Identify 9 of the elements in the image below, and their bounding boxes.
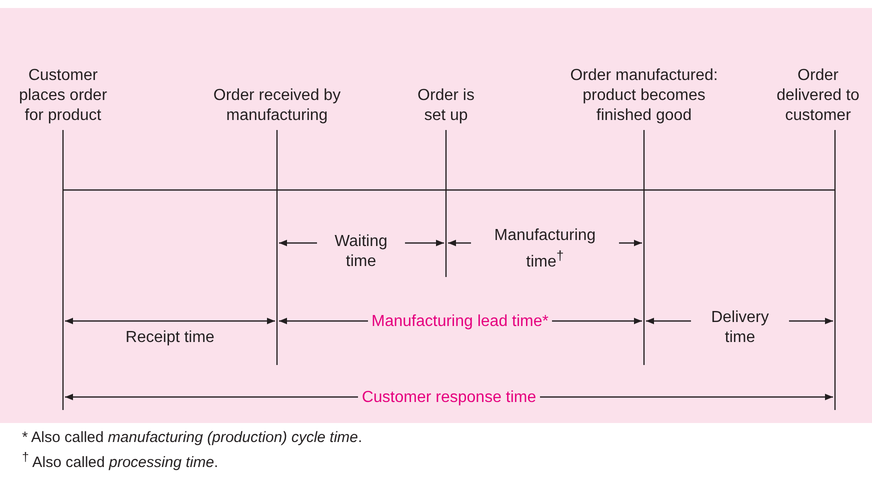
event-label: Customer places order for product: [18, 66, 108, 126]
interval-label: Manufacturing lead time*: [368, 312, 552, 332]
event-label: Order received by manufacturing: [212, 86, 342, 126]
footnote: * Also called manufacturing (production) cycle time.: [22, 428, 362, 447]
interval-label: Customer response time: [358, 388, 540, 408]
event-label: Order is set up: [416, 86, 476, 126]
event-label: Order manufactured: product becomes finished good: [569, 66, 719, 126]
footnote: $^{†}$ Also called processing time.: [22, 449, 218, 472]
event-label: Order delivered to customer: [776, 66, 860, 126]
